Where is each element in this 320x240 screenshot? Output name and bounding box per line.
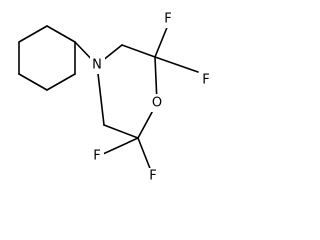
molecule-drawing: N O F F F F [18,11,213,185]
oxygen-label: O [152,96,162,111]
bond-cy3-cy4 [46,73,76,91]
bond-c6-c5 [103,124,139,139]
bond-cy6-cy1 [18,25,48,43]
nitrogen-label: N [92,58,102,73]
bond-c2-f1 [154,24,169,58]
fluorine-label-2: F [202,73,209,88]
bond-c2-f2 [154,56,199,73]
f3-label-bg [91,147,104,164]
cyclohexyl-ring [18,25,76,91]
f4-label-bg [147,168,160,185]
morpholine-ring [96,44,158,139]
f1-label-bg [162,11,175,28]
structure-diagram: N O F F F F [18,11,213,185]
bond-c3-c2 [121,44,156,58]
bond-cy4-cy5 [18,73,48,91]
fluorine-label-1: F [164,12,171,27]
f2-label-bg [200,72,213,89]
bond-c6-f3 [102,137,139,155]
bond-c6-f4 [137,137,152,172]
bond-c5-n [96,64,105,126]
fluorine-label-3: F [93,149,100,164]
atom-labels: N O F F F F [90,11,213,185]
fluorine-bonds [102,24,199,172]
n-label-bg [90,56,105,74]
o-label-bg [149,94,165,112]
fluorine-label-4: F [149,169,156,184]
bond-cy1-cy2 [46,25,76,43]
